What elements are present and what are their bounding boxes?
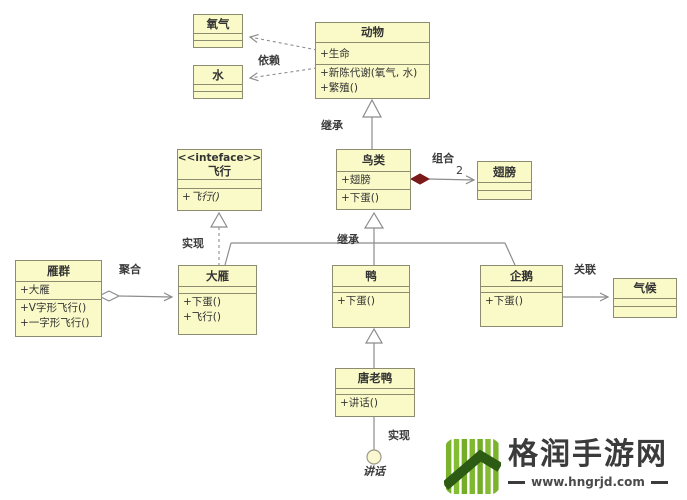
class-oxygen: 氧气 xyxy=(193,14,243,48)
attrs-compartment xyxy=(194,85,242,92)
methods-compartment xyxy=(194,92,242,98)
class-title: 水 xyxy=(194,66,242,85)
method: +飞行() xyxy=(183,311,221,323)
class-title: 雁群 xyxy=(16,261,101,282)
realize-triangle-fly xyxy=(209,211,229,228)
composition-diamond xyxy=(409,173,431,185)
composition-line xyxy=(428,175,476,185)
method: +繁殖() xyxy=(320,82,358,94)
dependency-line-water xyxy=(248,67,318,82)
class-title: 翅膀 xyxy=(478,162,531,183)
watermark-site-url: www.hngrjd.com xyxy=(531,475,645,489)
dependency-line-oxygen xyxy=(248,34,318,51)
class-title: 氧气 xyxy=(194,15,242,34)
attr: +翅膀 xyxy=(341,174,371,186)
label-inherit-mid: 继承 xyxy=(337,233,359,246)
label-dependency: 依赖 xyxy=(258,54,280,67)
inherit-triangle-duck xyxy=(364,327,384,344)
class-goose: 大雁 +下蛋() +飞行() xyxy=(178,265,257,335)
watermark-url-row: www.hngrjd.com xyxy=(508,475,669,489)
class-bird: 鸟类 +翅膀 +下蛋() xyxy=(336,149,411,210)
methods-compartment xyxy=(614,307,676,317)
label-realize-left: 实现 xyxy=(182,237,204,250)
watermark-site-name: 格润手游网 xyxy=(508,437,668,472)
methods-compartment: +飞行() xyxy=(178,189,261,210)
label-realize-bottom: 实现 xyxy=(388,429,410,442)
attrs-compartment xyxy=(179,287,256,294)
green-bars-roof-logo xyxy=(443,437,502,496)
attrs-compartment xyxy=(194,34,242,41)
class-title: 大雁 xyxy=(179,266,256,287)
attrs-compartment xyxy=(614,299,676,307)
class-title: 鸟类 xyxy=(337,150,410,172)
attrs-compartment xyxy=(333,287,409,293)
method: +一字形飞行() xyxy=(20,317,90,329)
method: +讲话() xyxy=(340,397,378,409)
attrs-compartment: +大雁 xyxy=(16,282,101,300)
methods-compartment xyxy=(194,41,242,47)
watermark-text-block: 格润手游网 www.hngrjd.com xyxy=(508,437,669,497)
attrs-compartment xyxy=(478,183,531,191)
watermark: 格润手游网 www.hngrjd.com xyxy=(443,437,683,497)
class-duck: 鸭 +下蛋() xyxy=(332,265,410,328)
aggregation-diamond xyxy=(97,290,121,302)
method: +下蛋() xyxy=(183,296,221,308)
attr: +大雁 xyxy=(20,284,50,296)
interface-name: 飞行 xyxy=(208,163,231,178)
attrs-compartment: +生命 xyxy=(316,43,429,65)
attrs-compartment: +翅膀 xyxy=(337,172,410,190)
class-title: 唐老鸭 xyxy=(336,369,414,389)
attrs-compartment xyxy=(178,180,261,189)
methods-compartment: +新陈代谢(氧气, 水) +繁殖() xyxy=(316,65,429,98)
label-aggregation: 聚合 xyxy=(119,263,141,276)
watermark-rule-left xyxy=(508,480,526,484)
aggregation-line xyxy=(118,292,174,302)
methods-compartment: +下蛋() xyxy=(481,293,562,326)
attrs-compartment xyxy=(481,287,562,293)
methods-compartment xyxy=(478,191,531,199)
class-title: 气候 xyxy=(614,279,676,299)
class-water: 水 xyxy=(193,65,243,99)
methods-compartment: +下蛋() xyxy=(333,293,409,327)
method: +新陈代谢(氧气, 水) xyxy=(320,67,418,79)
inherit-branch-penguin xyxy=(504,242,516,266)
class-climate: 气候 xyxy=(613,278,677,318)
label-inherit-top: 继承 xyxy=(321,119,343,132)
inherit-triangle-animal xyxy=(362,98,382,118)
method: +下蛋() xyxy=(337,295,375,307)
class-wings: 翅膀 xyxy=(477,161,532,200)
method: +V字形飞行() xyxy=(20,302,87,314)
methods-compartment: +讲话() xyxy=(336,395,414,416)
label-lollipop-speak: 讲话 xyxy=(363,465,385,478)
label-multiplicity: 2 xyxy=(456,164,463,177)
label-composition: 组合 xyxy=(432,152,454,165)
class-title: 企鹅 xyxy=(481,266,562,287)
class-title: 动物 xyxy=(316,23,429,43)
method: +飞行() xyxy=(182,191,220,203)
class-title: 鸭 xyxy=(333,266,409,287)
stereotype: <<inteface>> xyxy=(177,151,262,164)
inherit-branch-goose xyxy=(224,242,232,266)
class-flock: 雁群 +大雁 +V字形飞行() +一字形飞行() xyxy=(15,260,102,337)
attr: +生命 xyxy=(320,48,350,60)
inherit-triangle-bird xyxy=(363,211,385,229)
class-donald: 唐老鸭 +讲话() xyxy=(335,368,415,417)
method: +下蛋() xyxy=(341,192,379,204)
methods-compartment: +V字形飞行() +一字形飞行() xyxy=(16,300,101,336)
label-association: 关联 xyxy=(574,263,596,276)
methods-compartment: +下蛋() xyxy=(337,190,410,209)
class-title: <<inteface>> 飞行 xyxy=(178,150,261,180)
watermark-rule-right xyxy=(650,480,669,484)
lollipop-interface-circle xyxy=(366,449,382,465)
method: +下蛋() xyxy=(485,295,523,307)
class-penguin: 企鹅 +下蛋() xyxy=(480,265,563,327)
interface-fly: <<inteface>> 飞行 +飞行() xyxy=(177,149,262,211)
class-animal: 动物 +生命 +新陈代谢(氧气, 水) +繁殖() xyxy=(315,22,430,99)
attrs-compartment xyxy=(336,389,414,395)
methods-compartment: +下蛋() +飞行() xyxy=(179,294,256,334)
